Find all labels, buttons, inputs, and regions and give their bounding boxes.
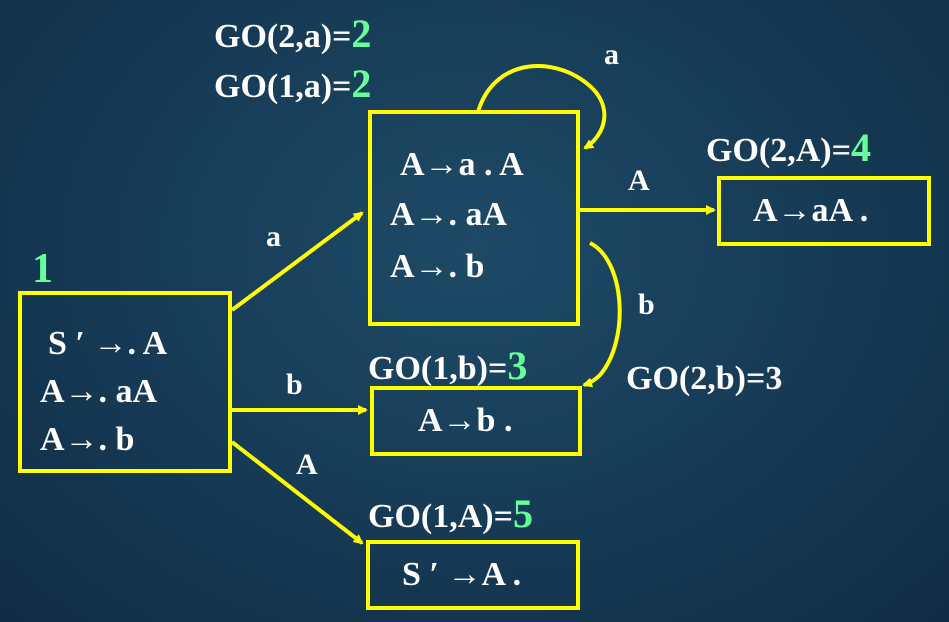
state-2-box: A→a . A A→. aA A→. b <box>368 110 580 326</box>
goto-label-text: GO(1,a)= <box>214 68 352 105</box>
goto-label-text: GO(1,A)= <box>368 498 513 535</box>
goto-label-2-A: GO(2,A)=4 <box>706 128 871 168</box>
state-4-item-1: A→aA . <box>753 192 869 229</box>
goto-label-text: GO(2,a)= <box>214 18 352 55</box>
edge-label-s1-s2: a <box>266 220 281 253</box>
goto-label-1-A: GO(1,A)=5 <box>368 494 533 534</box>
state-1-item-2: A→. aA <box>40 373 158 410</box>
state-5-item-1: S ′ →A . <box>402 556 522 593</box>
goto-label-text: GO(2,A)= <box>706 132 851 169</box>
state-1-item-1: S ′ →. A <box>48 325 168 362</box>
arrow-s2-to-s3 <box>582 241 622 388</box>
goto-label-1-b: GO(1,b)=3 <box>368 346 527 386</box>
goto-target-state: 3 <box>507 343 528 388</box>
state-3-item-1: A→b . <box>418 402 513 439</box>
goto-target-state: 2 <box>351 11 372 56</box>
edge-label-s1-s3: b <box>286 368 303 401</box>
state-2-item-2: A→. aA <box>390 196 508 233</box>
arrow-s2-self-loop <box>476 64 607 150</box>
goto-target-state: 5 <box>512 491 533 536</box>
state-1-box: S ′ →. A A→. aA A→. b <box>18 291 232 473</box>
goto-target-state: 4 <box>850 125 871 170</box>
state-3-box: A→b . <box>370 386 582 456</box>
goto-label-text: GO(1,b)= <box>368 350 508 387</box>
goto-label-2-b: GO(2,b)=3 <box>626 360 783 397</box>
arrow-s1-to-s5 <box>230 440 364 545</box>
arrow-s1-to-s2 <box>230 211 364 312</box>
state-5-box: S ′ →A . <box>366 540 580 610</box>
edge-label-s2-s3: b <box>638 288 655 321</box>
goto-label-1-a: GO(1,a)=2 <box>214 64 371 104</box>
state-1-number: 1 <box>32 246 53 292</box>
state-2-item-1: A→a . A <box>400 146 524 183</box>
edge-label-s2-s4: A <box>628 164 650 197</box>
edge-label-s1-s5: A <box>296 448 318 481</box>
state-1-item-3: A→. b <box>40 421 135 458</box>
state-2-item-3: A→. b <box>390 248 485 285</box>
state-4-box: A→aA . <box>717 176 931 246</box>
goto-target-state: 2 <box>351 61 372 106</box>
goto-label-2-a: GO(2,a)=2 <box>214 14 371 54</box>
edge-label-s2-loop: a <box>604 38 619 71</box>
